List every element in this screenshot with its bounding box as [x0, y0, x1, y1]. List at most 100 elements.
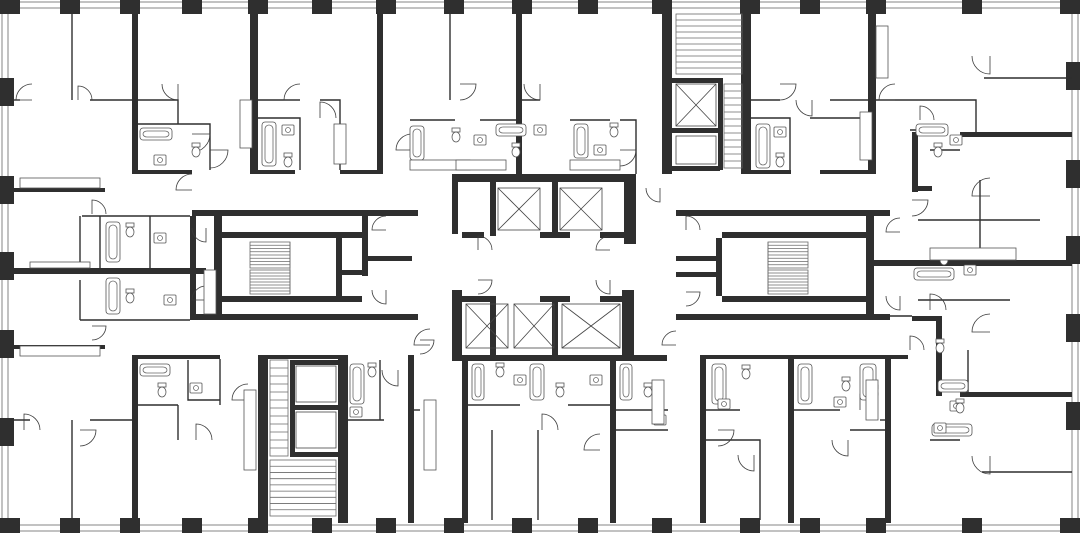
bathtub-basin: [108, 280, 118, 312]
column: [182, 0, 202, 14]
door-swing: [645, 187, 661, 203]
door-swing: [885, 295, 901, 311]
sink-basin: [967, 267, 973, 273]
kitchen-counter: [929, 247, 1017, 261]
bathtub-basin: [916, 270, 952, 278]
column: [1060, 518, 1080, 533]
door-swing: [413, 328, 431, 346]
toilet-tank: [157, 382, 167, 388]
kitchen-counter: [423, 399, 437, 471]
elevator-shaft: [675, 83, 717, 127]
door-swing: [541, 413, 559, 431]
toilet-bowl: [555, 386, 565, 398]
door-swing: [523, 83, 541, 101]
sink-basin: [167, 297, 173, 303]
toilet-bowl: [283, 156, 293, 168]
stairs: [249, 13, 809, 517]
kitchen-counter: [569, 159, 621, 171]
sink: [949, 134, 963, 146]
toilet-tank: [495, 362, 505, 368]
bathtub-basin: [352, 366, 362, 402]
elevator-cross: [465, 303, 509, 349]
kitchen-counter: [875, 25, 889, 79]
door-swing: [15, 83, 33, 101]
stair-outline: [269, 459, 337, 517]
bathtub-basin: [622, 366, 630, 398]
bathtub: [915, 123, 949, 137]
toilet-bowl: [643, 386, 653, 398]
toilet-bowl: [609, 126, 619, 138]
sink-basin: [593, 377, 599, 383]
shaft-void: [295, 411, 337, 449]
column: [444, 518, 464, 533]
toilet-bowl: [935, 342, 945, 354]
elevator-shaft: [513, 303, 555, 349]
sink-basin: [537, 127, 543, 133]
sink: [473, 134, 487, 146]
door-swing: [477, 235, 493, 251]
bathtub-basin: [532, 366, 542, 398]
elevator-shafts: [295, 83, 717, 449]
bathtub: [105, 277, 121, 315]
door-swing: [91, 199, 107, 215]
door-swing: [23, 413, 41, 431]
bathtub-basin: [940, 382, 966, 390]
sink: [773, 126, 787, 138]
sink-basin: [157, 157, 163, 163]
bathtub-basin: [264, 124, 274, 164]
toilet-tank: [367, 362, 377, 368]
kitchen-counter: [203, 269, 217, 315]
sink-basin: [353, 409, 359, 415]
sink-basin: [721, 401, 727, 407]
door-swing: [911, 199, 929, 217]
sink-basin: [285, 127, 291, 133]
sink-basin: [597, 147, 603, 153]
sink: [163, 294, 177, 306]
toilet-bowl: [741, 368, 751, 380]
shaft-void: [675, 135, 717, 165]
column: [652, 518, 672, 533]
sink: [589, 374, 603, 386]
kitchen-counter: [333, 123, 347, 165]
toilet-bowl: [125, 292, 135, 304]
column: [1066, 402, 1080, 430]
elevator-shaft: [465, 303, 509, 349]
bathtub: [261, 121, 277, 167]
column: [444, 0, 464, 14]
bathtub: [573, 123, 589, 159]
toilet-tank: [555, 382, 565, 388]
column: [1066, 62, 1080, 90]
door-swing: [583, 433, 601, 451]
sink: [281, 124, 295, 136]
column: [0, 0, 20, 14]
door-swing: [685, 215, 701, 231]
column: [312, 0, 332, 14]
column: [512, 518, 532, 533]
sink: [349, 406, 363, 418]
column: [0, 176, 14, 204]
door-swing: [283, 83, 301, 101]
column: [1066, 236, 1080, 264]
toilet-tank: [741, 364, 751, 370]
door-swing: [717, 429, 735, 447]
toilet-bowl: [191, 146, 201, 158]
door-swing: [661, 330, 677, 346]
toilet-tank: [955, 398, 965, 404]
bathtub: [349, 363, 365, 405]
bathtub: [105, 221, 121, 263]
bathtub: [139, 363, 171, 377]
bathtub: [139, 127, 173, 141]
bathtub: [409, 125, 425, 161]
toilet-bowl: [955, 402, 965, 414]
bathtub: [471, 363, 485, 401]
column: [578, 0, 598, 14]
column: [578, 518, 598, 533]
sink: [533, 124, 547, 136]
kitchen-counter: [19, 345, 101, 357]
kitchen-counter: [29, 261, 91, 269]
door-swing: [971, 313, 991, 333]
column: [800, 0, 820, 14]
kitchen-counter: [865, 379, 879, 421]
